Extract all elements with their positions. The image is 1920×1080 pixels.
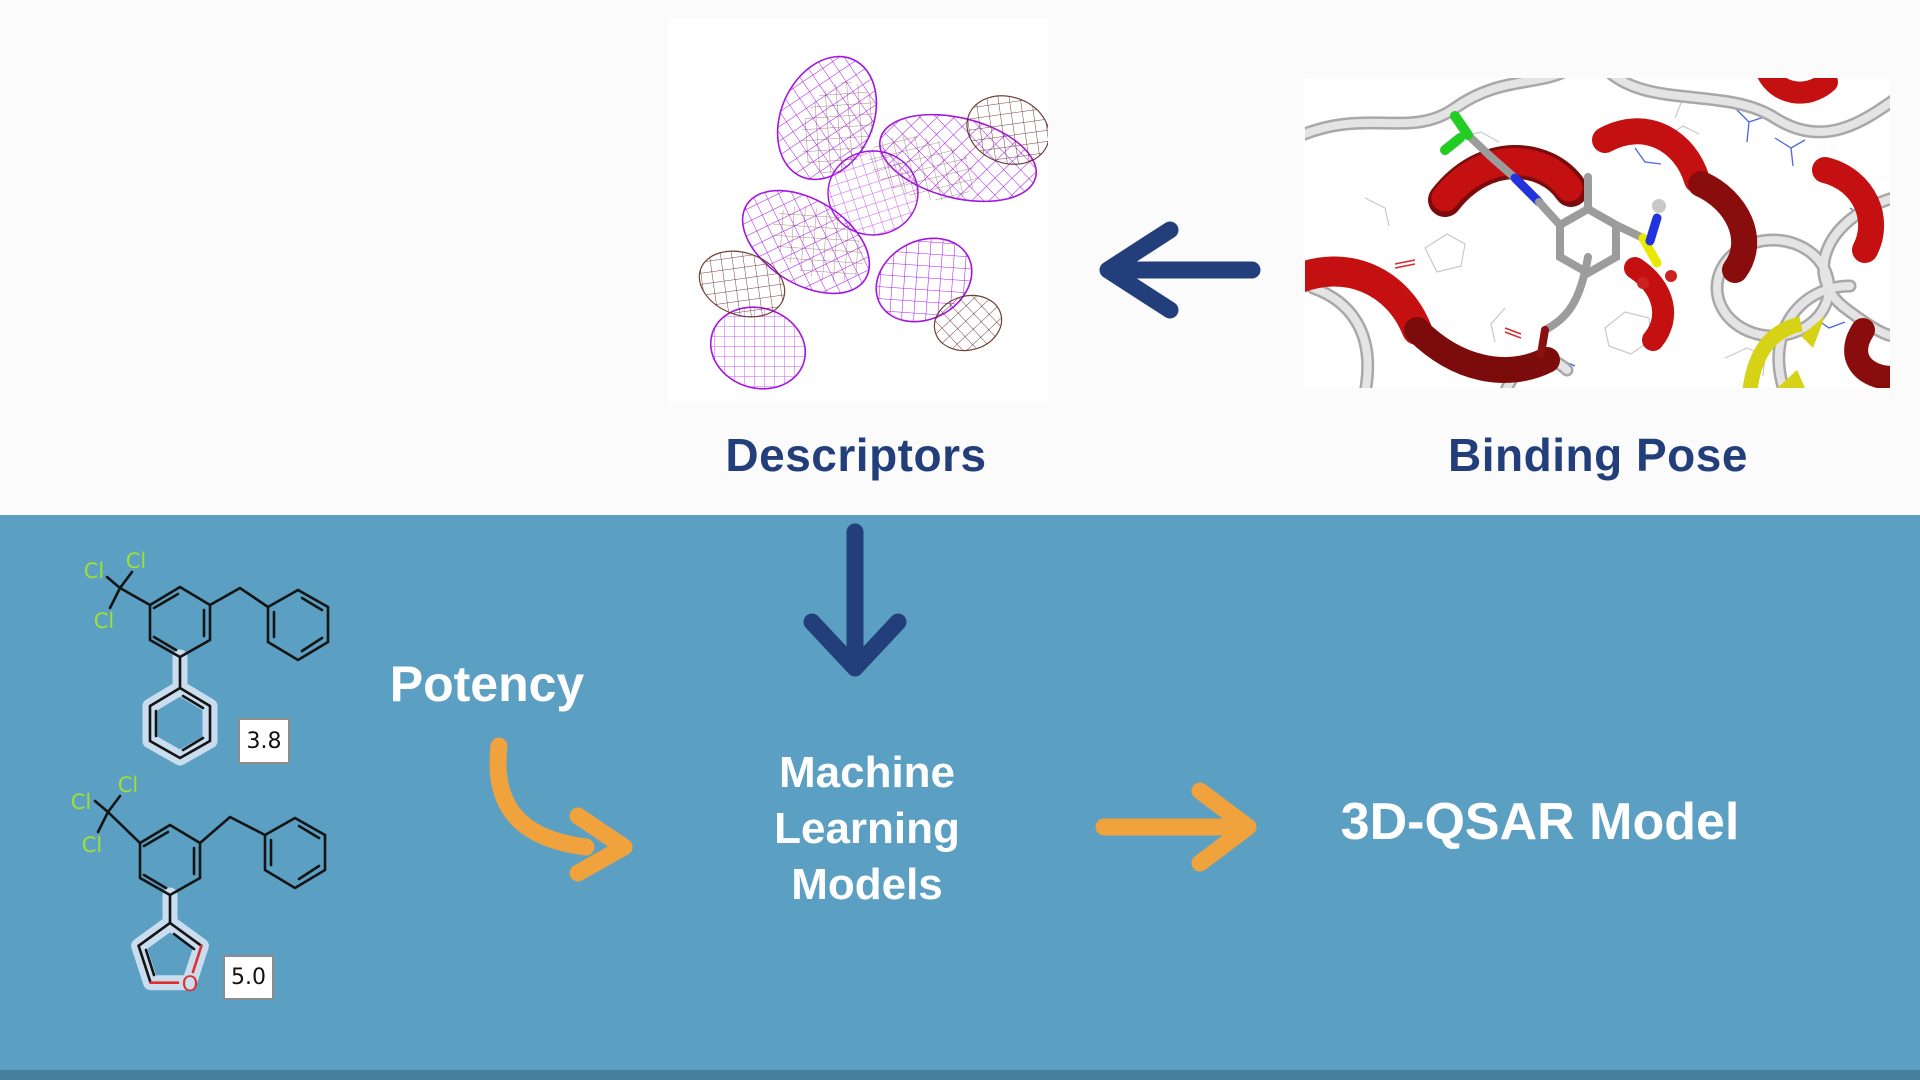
footer-strip <box>0 1070 1920 1080</box>
ligand-sticks <box>1440 111 1677 358</box>
ml-label-line-1: Machine <box>778 748 956 797</box>
potency-value: 5.0 <box>231 965 266 990</box>
binding-pose-label: Binding Pose <box>1448 429 1748 481</box>
qsar-model-label: 3D-QSAR Model <box>1340 793 1740 851</box>
potency-label: Potency <box>389 656 585 712</box>
descriptors-mesh-image <box>668 18 1050 402</box>
descriptors-label: Descriptors <box>725 429 987 481</box>
binding-pose-image <box>1305 78 1890 388</box>
yellow-sheet <box>1742 316 1825 388</box>
mesh-brown-lobes <box>698 82 1050 352</box>
potency-value: 3.8 <box>246 728 282 754</box>
ml-label-line-3: Models <box>791 860 943 909</box>
machine-learning-models-label: Machine Learning Models <box>697 745 1037 913</box>
red-helices <box>1305 78 1890 388</box>
ml-label-line-2: Learning <box>774 804 960 853</box>
potency-value-box: 3.8 <box>238 718 290 764</box>
potency-value-box: 5.0 <box>223 955 274 1000</box>
